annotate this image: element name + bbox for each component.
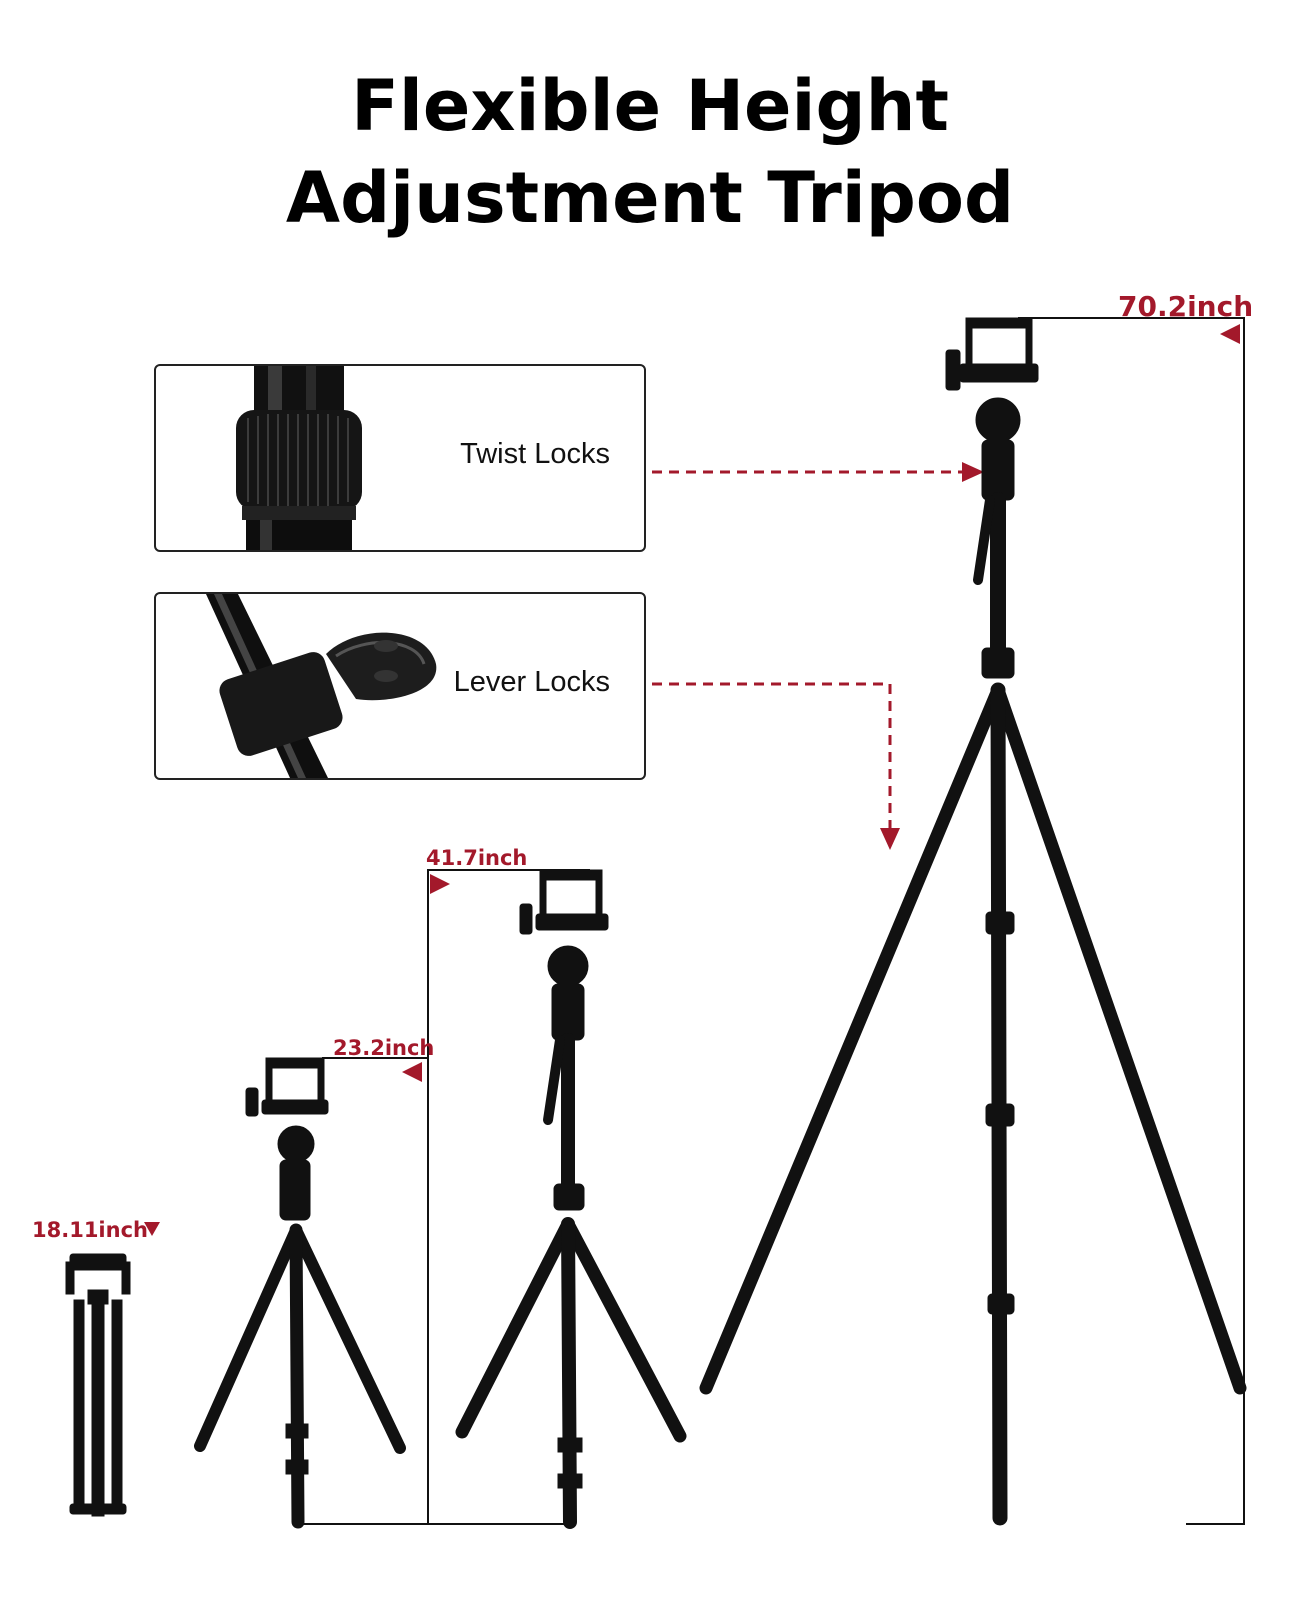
height-label-max: 70.2inch <box>1118 290 1254 323</box>
height-label-short: 23.2inch <box>333 1036 435 1060</box>
title-line-1: Flexible Height <box>351 65 949 147</box>
tripod-medium <box>455 869 687 1529</box>
tripod-folded <box>65 1253 131 1517</box>
lever-lock-pointer-arrow <box>652 682 900 850</box>
height-label-medium: 41.7inch <box>426 846 528 870</box>
twist-locks-label: Twist Locks <box>460 438 610 470</box>
height-70-marker <box>1220 324 1240 344</box>
title-line-2: Adjustment Tripod <box>285 157 1015 239</box>
lever-locks-callout: Lever Locks <box>154 592 646 780</box>
height-41-marker <box>430 874 450 894</box>
twist-lock-pointer-arrow <box>652 462 984 482</box>
measurement-lines <box>300 317 1245 1525</box>
tripod-short <box>194 1057 406 1529</box>
page-title: Flexible Height Adjustment Tripod <box>0 60 1300 244</box>
height-18-marker <box>144 1222 160 1236</box>
tripod-tall <box>699 317 1247 1526</box>
height-23-marker <box>402 1062 422 1082</box>
lever-locks-label: Lever Locks <box>453 666 610 698</box>
lever-lock-closeup-image <box>206 594 437 778</box>
height-label-folded: 18.11inch <box>32 1218 148 1242</box>
twist-lock-closeup-image <box>236 366 362 550</box>
twist-locks-callout: Twist Locks <box>154 364 646 552</box>
